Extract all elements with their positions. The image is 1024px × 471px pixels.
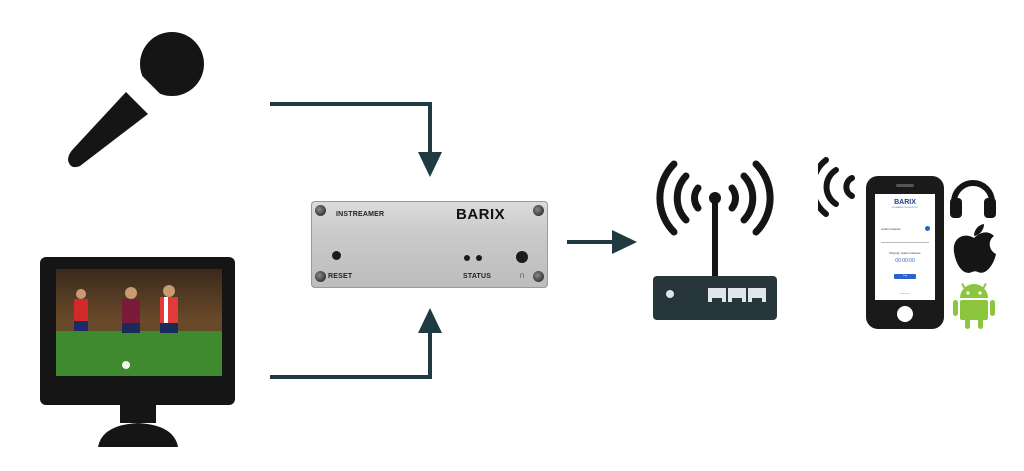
reset-button (332, 251, 341, 260)
phone-speaker (896, 184, 914, 187)
headphones-icon (950, 180, 996, 218)
apple-icon (953, 224, 996, 273)
arrowhead-up (418, 308, 442, 333)
phone-screen: BARIX STREAMING TECHNOLOGY Audio Instanc… (875, 194, 935, 300)
app-brand: BARIX (894, 199, 916, 206)
app-stop-label: Stop (902, 275, 908, 277)
screw (315, 271, 326, 282)
app-row-label: Audio Instance (881, 227, 901, 231)
app-toggle (925, 226, 930, 231)
headphone-jack (516, 251, 528, 263)
screw (533, 271, 544, 282)
router-icon (653, 160, 777, 320)
app-stop-button: Stop (894, 274, 916, 279)
arrowhead-right (612, 230, 637, 254)
reset-label: RESET (328, 273, 353, 280)
app-subtitle: STREAMING TECHNOLOGY (891, 207, 919, 209)
arrow-monitor-to-device (270, 330, 432, 379)
home-button (897, 306, 913, 322)
monitor-icon (40, 257, 235, 447)
screw (315, 205, 326, 216)
wifi-signal-icon (656, 160, 774, 236)
status-led (476, 255, 482, 261)
soccer-image (56, 269, 222, 376)
phone-signal-icon (818, 157, 855, 217)
app-time: 00:00:00 (895, 258, 915, 264)
headphone-icon: ∩ (519, 270, 526, 280)
arrow-mic-to-device (270, 102, 432, 155)
arrowhead-down (418, 152, 442, 177)
app-footer: barix.com (900, 293, 910, 295)
status-led (464, 255, 470, 261)
android-icon (953, 283, 995, 329)
app-playing-label: Playing: Audio Instance (889, 251, 921, 255)
microphone-icon (68, 32, 204, 168)
screw (533, 205, 544, 216)
device-model-label: INSTREAMER (336, 211, 385, 218)
status-label: STATUS (463, 273, 492, 280)
smartphone-icon: BARIX STREAMING TECHNOLOGY Audio Instanc… (866, 176, 944, 329)
barix-instreamer-device: INSTREAMER BARIX RESET STATUS ∩ (311, 201, 548, 288)
device-brand-logo: BARIX (456, 206, 506, 223)
app-volume-slider (881, 242, 929, 243)
